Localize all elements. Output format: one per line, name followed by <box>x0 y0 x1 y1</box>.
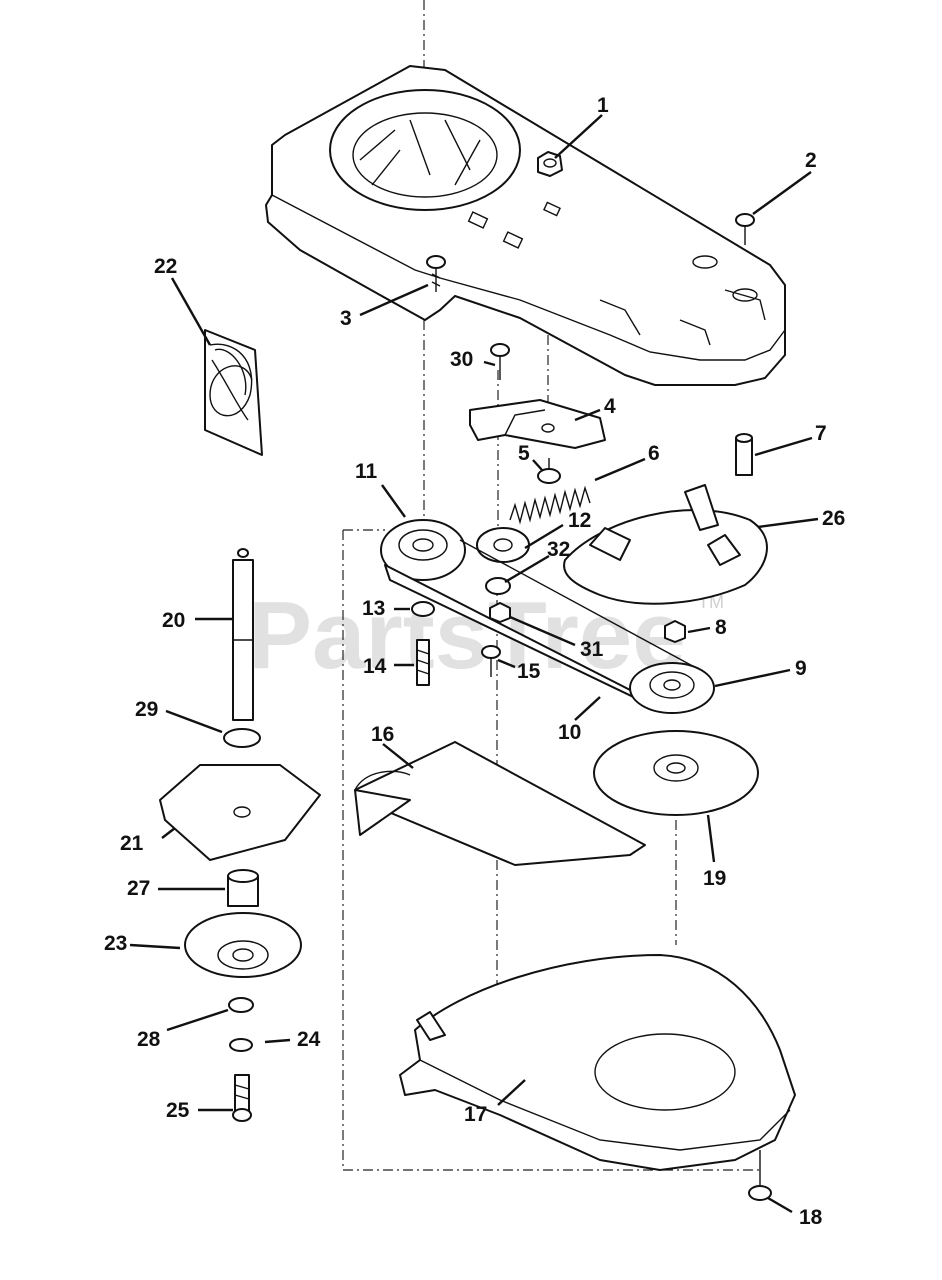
callout-19: 19 <box>703 867 726 890</box>
callout-18: 18 <box>799 1206 823 1229</box>
callout-28: 28 <box>137 1028 161 1051</box>
part-6-spring <box>509 485 591 525</box>
part-23-dish <box>184 912 302 978</box>
callout-3: 3 <box>340 307 352 330</box>
part-14-bolt <box>416 639 430 686</box>
part-28-washer <box>228 997 254 1013</box>
callout-7: 7 <box>815 422 827 445</box>
part-31-nut <box>489 602 511 623</box>
callout-25: 25 <box>166 1099 190 1122</box>
callout-5: 5 <box>518 442 530 465</box>
callout-9: 9 <box>795 657 807 680</box>
callout-17: 17 <box>464 1103 487 1126</box>
callout-11: 11 <box>355 460 378 483</box>
callout-2: 2 <box>805 149 817 172</box>
part-30-pin <box>490 343 510 380</box>
part-29-washer <box>223 728 261 748</box>
part-32-washer <box>485 577 511 595</box>
callout-21: 21 <box>120 832 144 855</box>
part-25-bolt <box>232 1074 252 1122</box>
callout-26: 26 <box>822 507 845 530</box>
callout-14: 14 <box>363 655 387 678</box>
part-17-lower-housing <box>399 954 796 1171</box>
part-7-bushing <box>735 433 753 476</box>
part-18-screw <box>748 1150 772 1201</box>
part-27-bushing <box>227 869 259 907</box>
part-3-screw <box>426 255 446 292</box>
part-26-shield <box>563 484 768 605</box>
upper-housing <box>265 65 786 386</box>
callout-12: 12 <box>568 509 591 532</box>
callouts: 1 2 3 4 5 6 7 8 9 10 11 12 13 14 15 16 1… <box>104 94 845 1229</box>
callout-8: 8 <box>715 616 727 639</box>
callout-30: 30 <box>450 348 473 371</box>
part-22-belt-bundle <box>204 329 263 456</box>
leader-lines <box>129 114 819 1214</box>
part-16-guard <box>354 741 646 866</box>
callout-20: 20 <box>162 609 185 632</box>
part-4-bracket <box>469 399 606 449</box>
part-19-disk <box>593 730 759 816</box>
part-13-washer <box>411 601 435 617</box>
part-5-screw <box>537 458 561 484</box>
part-12-idler <box>476 527 530 563</box>
part-15-screw <box>481 645 501 677</box>
callout-4: 4 <box>604 395 616 418</box>
callout-32: 32 <box>547 538 570 561</box>
part-9-pulley <box>629 662 715 714</box>
part-2-screw <box>735 213 755 245</box>
callout-29: 29 <box>135 698 158 721</box>
callout-22: 22 <box>154 255 177 278</box>
part-20-shaft <box>232 548 254 721</box>
part-21-hub <box>159 764 321 861</box>
callout-31: 31 <box>580 638 604 661</box>
part-11-pulley <box>380 519 466 581</box>
callout-1: 1 <box>597 94 609 117</box>
callout-15: 15 <box>517 660 541 683</box>
part-8-nut <box>664 620 686 643</box>
callout-23: 23 <box>104 932 127 955</box>
callout-6: 6 <box>648 442 660 465</box>
callout-10: 10 <box>558 721 581 744</box>
part-24-washer <box>229 1038 253 1052</box>
callout-27: 27 <box>127 877 150 900</box>
callout-24: 24 <box>297 1028 321 1051</box>
callout-16: 16 <box>371 723 394 746</box>
callout-13: 13 <box>362 597 385 620</box>
